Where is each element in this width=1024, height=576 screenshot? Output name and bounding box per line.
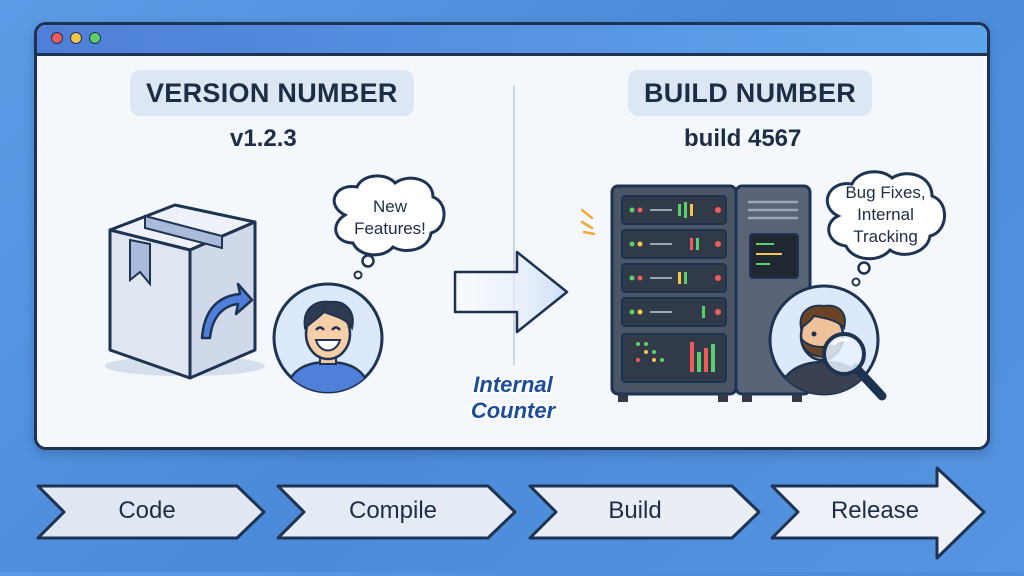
arrow-right-icon [453, 250, 569, 334]
developer-avatar [768, 284, 887, 401]
build-number-value: build 4567 [684, 125, 802, 152]
magnifier-icon [822, 332, 887, 401]
thought-bubble-text: New Features! [335, 196, 445, 240]
minimize-window-button[interactable] [70, 32, 82, 44]
pipeline-step-build[interactable] [528, 484, 761, 540]
maximize-window-button[interactable] [89, 32, 101, 44]
build-number-title: BUILD NUMBER [628, 70, 873, 116]
section-divider [513, 85, 515, 365]
pipeline-step-label: Code [118, 497, 176, 524]
thought-bubble [332, 174, 446, 280]
pipeline-step-compile[interactable] [276, 484, 517, 540]
window-titlebar [37, 25, 987, 56]
pipeline-step-label: Release [830, 497, 920, 524]
thought-line: Tracking [853, 227, 918, 246]
label-line: Counter [470, 398, 556, 423]
package-box-icon [105, 203, 265, 380]
internal-counter-label: Internal Counter [458, 372, 568, 424]
version-number-value: v1.2.3 [230, 125, 297, 152]
thought-bubble [825, 170, 946, 287]
close-window-button[interactable] [51, 32, 63, 44]
thought-line: New [372, 197, 407, 216]
label-line: Internal [473, 372, 553, 397]
pipeline-step-label: Build [608, 497, 662, 524]
thought-bubble-text: Bug Fixes, Internal Tracking [828, 182, 943, 248]
version-number-title: VERSION NUMBER [130, 70, 414, 116]
pipeline [36, 466, 986, 560]
developer-avatar [272, 282, 384, 394]
pipeline-step-code[interactable] [36, 484, 266, 540]
thought-line: Features! [354, 219, 426, 238]
thought-line: Internal [857, 205, 914, 224]
server-rack-icon [580, 184, 812, 402]
thought-line: Bug Fixes, [845, 183, 926, 202]
pipeline-step-label: Compile [348, 497, 438, 524]
pipeline-step-release[interactable] [770, 466, 986, 560]
